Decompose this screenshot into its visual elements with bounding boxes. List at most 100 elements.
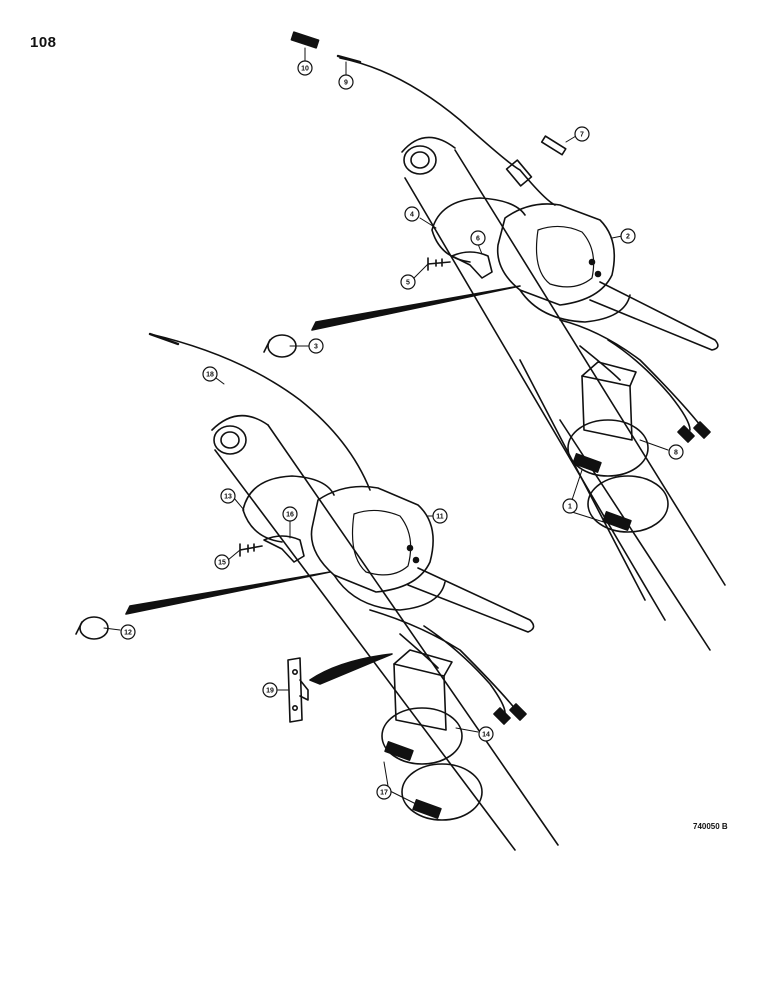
lower-pointer-wedge bbox=[125, 571, 331, 615]
callout-15: 15 bbox=[214, 554, 230, 570]
callout-circle bbox=[214, 554, 230, 570]
callout-label: 7 bbox=[580, 132, 584, 139]
lower-switch-housing bbox=[310, 485, 434, 593]
lower-terminal bbox=[148, 332, 180, 346]
callout-1: 1 bbox=[562, 498, 578, 514]
callout-circle bbox=[202, 366, 218, 382]
callout-circle bbox=[668, 444, 684, 460]
callout-circle bbox=[120, 624, 136, 640]
lower-bracket bbox=[263, 535, 305, 563]
callout-label: 11 bbox=[436, 514, 444, 521]
lower-pointer-to-bracket bbox=[309, 653, 393, 685]
callout-label: 4 bbox=[410, 212, 414, 219]
callout-7: 7 bbox=[574, 126, 590, 142]
callout-label: 8 bbox=[674, 450, 678, 457]
callout-circle bbox=[400, 274, 416, 290]
callout-3: 3 bbox=[308, 338, 324, 354]
callout-circle bbox=[470, 230, 486, 246]
callout-9: 9 bbox=[338, 74, 354, 90]
upper-column-lower-line bbox=[559, 419, 711, 651]
upper-harness-wires bbox=[559, 319, 701, 431]
callout-10: 10 bbox=[297, 60, 313, 76]
lower-steering-column bbox=[211, 414, 559, 851]
callout-label: 6 bbox=[476, 236, 480, 243]
upper-fuse bbox=[540, 135, 567, 156]
callout-label: 9 bbox=[344, 80, 348, 87]
callout-circle bbox=[338, 74, 354, 90]
callout-circle bbox=[308, 338, 324, 354]
lower-mounting-plate bbox=[287, 657, 309, 723]
callout-circle bbox=[620, 228, 636, 244]
page-number: 108 bbox=[30, 34, 57, 51]
callout-bubbles: 10 9 7 2 4 6 5 3 8 1 18 13 16 11 15 12 19 14 17 bbox=[120, 60, 684, 800]
upper-switch-assembly bbox=[263, 31, 726, 651]
upper-steering-column bbox=[401, 136, 726, 621]
callout-16: 16 bbox=[282, 506, 298, 522]
callout-circle bbox=[432, 508, 448, 524]
callout-circle bbox=[282, 506, 298, 522]
callout-2: 2 bbox=[620, 228, 636, 244]
lower-bulb bbox=[75, 616, 109, 640]
callout-label: 1 bbox=[568, 504, 572, 511]
lower-clamp-ring bbox=[242, 475, 335, 543]
leader-lines bbox=[103, 47, 669, 807]
upper-clamp-ring bbox=[431, 197, 526, 263]
lower-wire-terminal-a bbox=[493, 707, 511, 725]
upper-column-lower-line-2 bbox=[519, 359, 646, 601]
callout-12: 12 bbox=[120, 624, 136, 640]
callout-label: 13 bbox=[224, 494, 232, 501]
callout-label: 17 bbox=[380, 790, 388, 797]
callout-circle bbox=[404, 206, 420, 222]
upper-wire-terminal-b bbox=[693, 421, 711, 439]
lower-flasher-unit bbox=[393, 649, 453, 731]
callout-label: 3 bbox=[314, 344, 318, 351]
figure-code: 740050 B bbox=[693, 822, 728, 831]
callout-label: 12 bbox=[124, 630, 132, 637]
callout-label: 10 bbox=[301, 66, 309, 73]
upper-turn-signal-lever bbox=[589, 281, 719, 351]
lower-wire-cable bbox=[149, 333, 371, 491]
upper-flasher-unit bbox=[581, 361, 637, 441]
upper-switch-housing bbox=[496, 203, 616, 306]
lower-harness-wires bbox=[369, 609, 517, 715]
callout-label: 16 bbox=[286, 512, 294, 519]
callout-circle bbox=[376, 784, 392, 800]
upper-hose-clamps bbox=[567, 419, 669, 533]
lower-screw bbox=[239, 543, 263, 557]
callout-6: 6 bbox=[470, 230, 486, 246]
callout-circle bbox=[297, 60, 313, 76]
callout-17: 17 bbox=[376, 784, 392, 800]
upper-terminal bbox=[336, 54, 362, 64]
callout-circle bbox=[478, 726, 494, 742]
callout-circle bbox=[574, 126, 590, 142]
callout-label: 2 bbox=[626, 234, 630, 241]
callout-label: 18 bbox=[206, 372, 214, 379]
upper-wire-connector bbox=[505, 159, 533, 187]
callout-circle bbox=[220, 488, 236, 504]
lower-wire-terminal-b bbox=[509, 703, 527, 721]
callout-4: 4 bbox=[404, 206, 420, 222]
upper-housing-base bbox=[519, 289, 631, 323]
callout-18: 18 bbox=[202, 366, 218, 382]
callout-circle bbox=[262, 682, 278, 698]
upper-pointer-wedge bbox=[311, 285, 521, 331]
callout-label: 19 bbox=[266, 688, 274, 695]
lower-switch-assembly bbox=[75, 332, 559, 851]
upper-wire-cable bbox=[339, 57, 556, 206]
callout-5: 5 bbox=[400, 274, 416, 290]
callout-circle bbox=[562, 498, 578, 514]
lower-turn-signal-lever bbox=[407, 567, 535, 633]
upper-pin-sleeve bbox=[290, 31, 320, 49]
upper-bracket bbox=[451, 251, 493, 279]
callout-14: 14 bbox=[478, 726, 494, 742]
upper-screw bbox=[427, 257, 451, 271]
callout-label: 5 bbox=[406, 280, 410, 287]
callout-label: 15 bbox=[218, 560, 226, 567]
lower-housing-base bbox=[333, 574, 446, 611]
callout-19: 19 bbox=[262, 682, 278, 698]
lower-hose-clamps bbox=[381, 707, 483, 821]
callout-label: 14 bbox=[482, 732, 490, 739]
callout-13: 13 bbox=[220, 488, 236, 504]
